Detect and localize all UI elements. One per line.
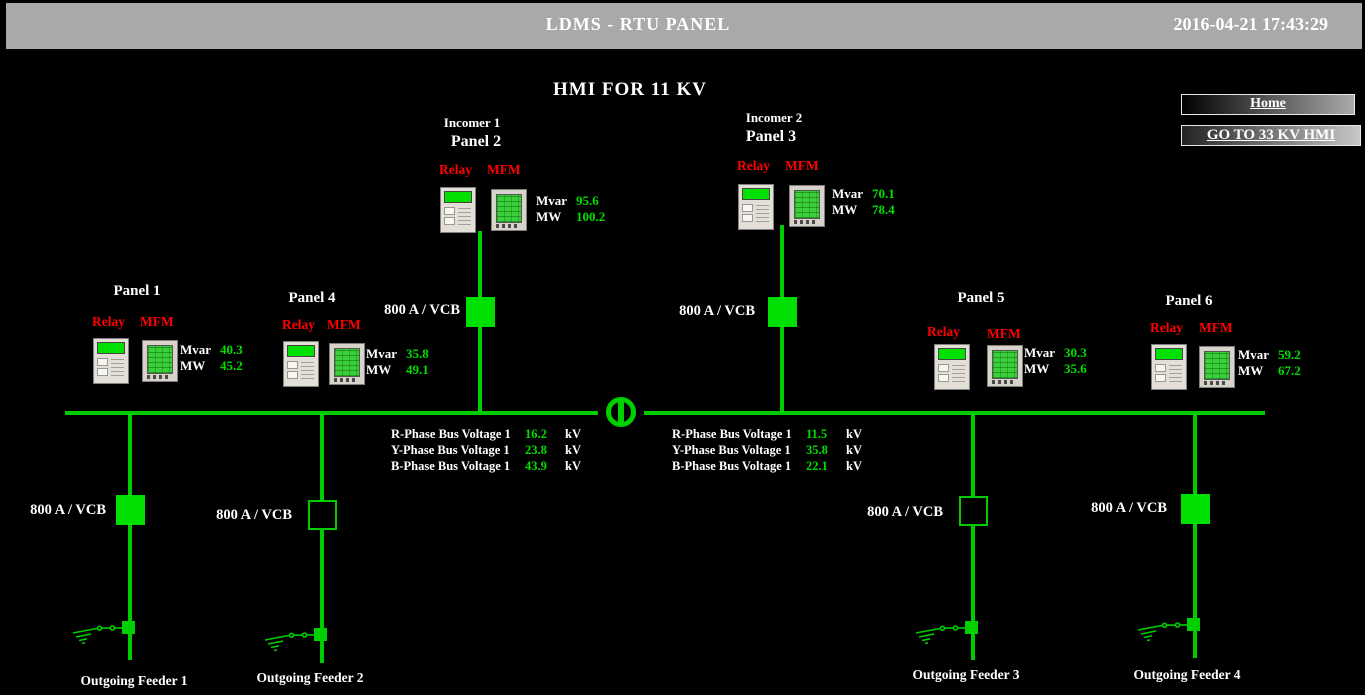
mfm-screen (794, 190, 820, 219)
incomer1-vcb-label: 800 A / VCB (384, 302, 460, 318)
incomer2-name: Incomer 2 (745, 110, 803, 125)
main-bus-line (65, 411, 1265, 415)
incomer2-panel-name: Panel 3 (745, 128, 797, 145)
feeder2-earth-junction (314, 628, 327, 641)
feeder2-breaker[interactable] (308, 500, 337, 530)
panel1-relay-device-icon[interactable] (93, 338, 129, 384)
page-title: HMI FOR 11 KV (553, 79, 707, 100)
clock-timestamp: 2016-04-21 17:43:29 (1173, 14, 1328, 34)
panel6-title: Panel 6 (1165, 293, 1213, 309)
panel4-mfm-device-icon[interactable] (329, 343, 365, 385)
feeder3-breaker[interactable] (959, 496, 988, 526)
feeder1-label: Outgoing Feeder 1 (80, 673, 188, 688)
incomer2-mfm-device-icon[interactable] (789, 185, 825, 227)
incomer1-breaker[interactable] (466, 297, 495, 327)
incomer1-relay-label: Relay (439, 162, 472, 177)
panel4-title: Panel 4 (288, 290, 336, 306)
feeder4-label: Outgoing Feeder 4 (1133, 667, 1241, 682)
panel6-mfm-device-icon[interactable] (1199, 346, 1235, 388)
panel1-title: Panel 1 (113, 283, 161, 299)
panel5-title: Panel 5 (957, 290, 1005, 306)
panel6-mfm-label: MFM (1199, 320, 1233, 335)
panel6-relay-device-icon[interactable] (1151, 344, 1187, 390)
mfm-screen (496, 194, 522, 223)
panel5-relay-label: Relay (927, 324, 960, 339)
feeder2-label: Outgoing Feeder 2 (256, 670, 364, 685)
bus-coupler-icon[interactable] (606, 397, 636, 427)
incomer1-panel-name: Panel 2 (450, 133, 502, 150)
feeder1-line (128, 415, 132, 660)
relay-screen (444, 191, 472, 203)
feeder1-earth-junction (122, 621, 135, 634)
panel5-relay-device-icon[interactable] (934, 344, 970, 390)
feeder3-label: Outgoing Feeder 3 (912, 667, 1020, 682)
app-title: LDMS - RTU PANEL (545, 14, 731, 34)
incomer1-name: Incomer 1 (443, 115, 501, 130)
bus-gap-left (598, 410, 606, 416)
feeder2-vcb-label: 800 A / VCB (216, 507, 292, 523)
bus-gap-right (636, 410, 644, 416)
feeder3-line (971, 415, 975, 660)
feeder1-breaker[interactable] (116, 495, 145, 525)
incomer1-mfm-label: MFM (487, 162, 521, 177)
feeder4-breaker[interactable] (1181, 494, 1210, 524)
header-bar: LDMS - RTU PANEL 2016-04-21 17:43:29 (6, 3, 1362, 49)
panel6-relay-label: Relay (1150, 320, 1183, 335)
panel4-relay-device-icon[interactable] (283, 341, 319, 387)
home-button[interactable]: Home (1181, 94, 1355, 115)
panel5-mfm-device-icon[interactable] (987, 345, 1023, 387)
incomer1-mfm-device-icon[interactable] (491, 189, 527, 231)
panel1-mfm-device-icon[interactable] (142, 340, 178, 382)
panel4-relay-label: Relay (282, 317, 315, 332)
feeder1-earth-switch-icon[interactable] (72, 617, 124, 645)
panel1-relay-label: Relay (92, 314, 125, 329)
incomer1-relay-device-icon[interactable] (440, 187, 476, 233)
feeder3-earth-switch-icon[interactable] (915, 617, 967, 645)
panel5-mfm-label: MFM (987, 326, 1021, 341)
feeder4-line (1193, 415, 1197, 658)
panel1-mfm-label: MFM (140, 314, 174, 329)
incomer2-relay-device-icon[interactable] (738, 184, 774, 230)
feeder3-earth-junction (965, 621, 978, 634)
feeder1-vcb-label: 800 A / VCB (30, 502, 106, 518)
feeder4-earth-junction (1187, 618, 1200, 631)
incomer2-vcb-label: 800 A / VCB (679, 303, 755, 319)
goto-33kv-button[interactable]: GO TO 33 KV HMI (1181, 125, 1361, 146)
feeder4-vcb-label: 800 A / VCB (1091, 500, 1167, 516)
feeder3-vcb-label: 800 A / VCB (867, 504, 943, 520)
incomer2-breaker[interactable] (768, 297, 797, 327)
feeder2-earth-switch-icon[interactable] (264, 624, 316, 652)
feeder4-earth-switch-icon[interactable] (1137, 614, 1189, 642)
relay-screen (742, 188, 770, 200)
feeder2-line (320, 415, 324, 663)
panel4-mfm-label: MFM (327, 317, 361, 332)
incomer2-mfm-label: MFM (785, 158, 819, 173)
incomer2-relay-label: Relay (737, 158, 770, 173)
